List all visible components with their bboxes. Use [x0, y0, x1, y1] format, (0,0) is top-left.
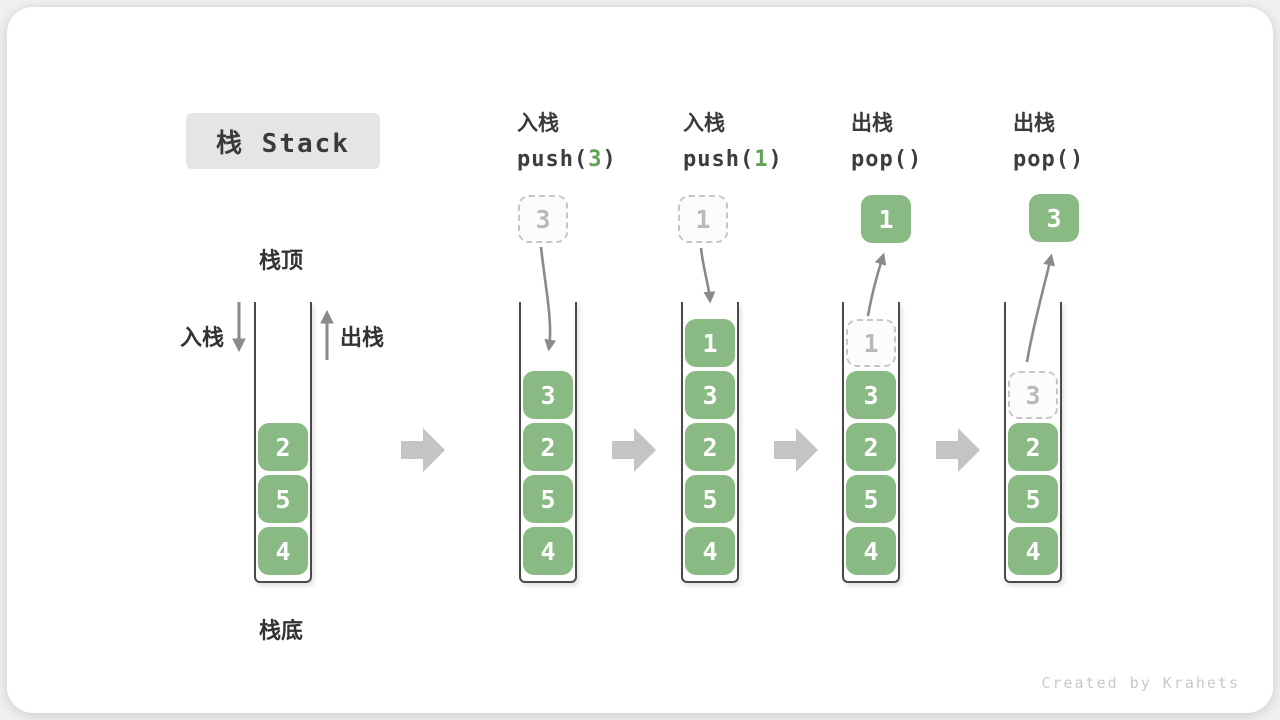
operation-code: push(1) — [683, 147, 853, 172]
code-suffix: ) — [1069, 147, 1085, 172]
pushed-value-box: 3 — [518, 195, 568, 243]
diagram-title: 栈 Stack — [186, 113, 380, 169]
code-suffix: ) — [907, 147, 923, 172]
stack-cell: 2 — [685, 423, 735, 471]
stack-top-label: 栈顶 — [259, 249, 304, 274]
popped-value-box: 3 — [1029, 194, 1079, 242]
operation-label-push-1: 入栈 push(1) — [683, 107, 853, 172]
stack-cell-ghost: 1 — [846, 319, 896, 367]
code-suffix: ) — [768, 147, 783, 172]
stack-cell: 2 — [1008, 423, 1058, 471]
push-direction-label: 入栈 — [180, 326, 225, 351]
stack-cell: 2 — [258, 423, 308, 471]
stack-cell: 3 — [685, 371, 735, 419]
stack-cell: 4 — [258, 527, 308, 575]
code-prefix: push( — [683, 147, 755, 172]
operation-label-pop-2: 出栈 pop() — [1013, 107, 1183, 172]
code-prefix: push( — [517, 147, 589, 172]
operation-label-pop-1: 出栈 pop() — [851, 107, 1021, 172]
stack-cell: 4 — [685, 527, 735, 575]
stack-cell: 4 — [1008, 527, 1058, 575]
operation-name: 出栈 — [1013, 111, 1055, 135]
code-suffix: ) — [602, 147, 617, 172]
stack-cell: 3 — [523, 371, 573, 419]
operation-name: 入栈 — [683, 111, 725, 135]
stack-cell: 5 — [258, 475, 308, 523]
stack-bottom-label: 栈底 — [259, 619, 304, 644]
operation-name: 入栈 — [517, 111, 559, 135]
code-prefix: pop( — [1013, 147, 1070, 172]
operation-name: 出栈 — [851, 111, 893, 135]
pushed-value-box: 1 — [678, 195, 728, 243]
stack-cell: 1 — [685, 319, 735, 367]
operation-code: push(3) — [517, 147, 687, 172]
watermark: Created by Krahets — [1041, 674, 1240, 692]
stack-cell: 4 — [846, 527, 896, 575]
operation-code: pop() — [851, 147, 1021, 172]
stack-cell: 5 — [523, 475, 573, 523]
stack-cell: 5 — [685, 475, 735, 523]
stack-cell: 2 — [846, 423, 896, 471]
stack-cell: 3 — [846, 371, 896, 419]
stack-cell: 4 — [523, 527, 573, 575]
stack-cell: 5 — [1008, 475, 1058, 523]
stack-cell: 2 — [523, 423, 573, 471]
code-prefix: pop( — [851, 147, 908, 172]
stack-cell: 5 — [846, 475, 896, 523]
operation-code: pop() — [1013, 147, 1183, 172]
operation-label-push-3: 入栈 push(3) — [517, 107, 687, 172]
code-arg: 1 — [754, 147, 769, 172]
diagram-title-text: 栈 Stack — [216, 128, 350, 159]
popped-value-box: 1 — [861, 195, 911, 243]
pop-direction-label: 出栈 — [340, 326, 385, 351]
stack-cell-ghost: 3 — [1008, 371, 1058, 419]
code-arg: 3 — [588, 147, 603, 172]
